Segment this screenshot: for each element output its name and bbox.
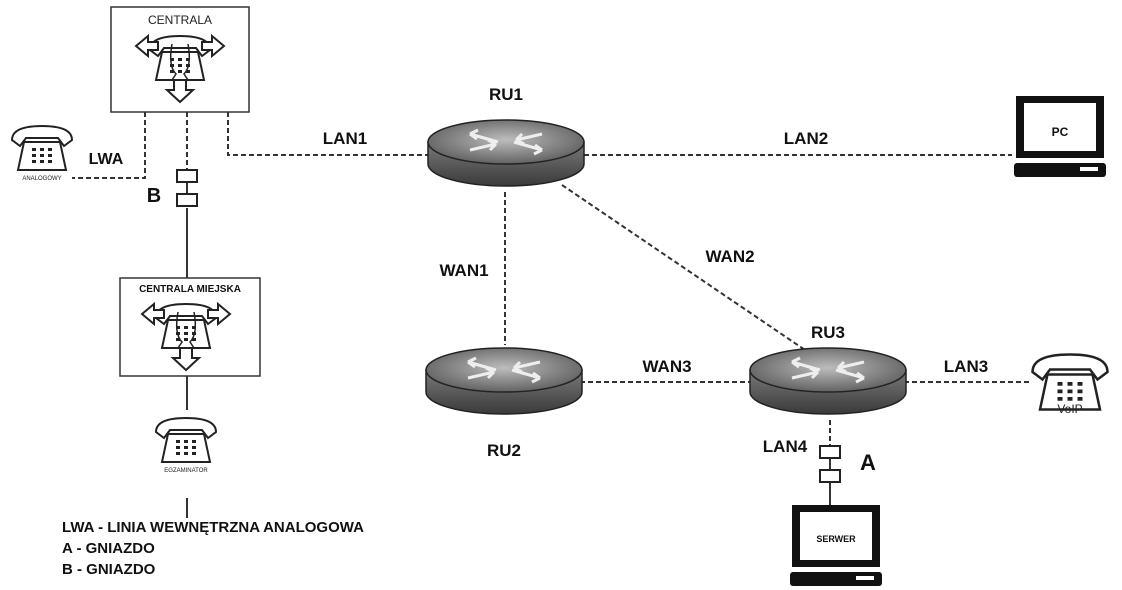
centrala-title: CENTRALA	[148, 13, 212, 27]
legend-item-b: B - GNIAZDO	[62, 561, 156, 578]
socket-b-label: B	[147, 185, 161, 207]
lan2-label: LAN2	[784, 129, 828, 148]
legend-item-lwa: LWA - LINIA WEWNĘTRZNA ANALOGOWA	[62, 519, 364, 536]
pc-label: PC	[1052, 125, 1069, 139]
lan3-label: LAN3	[944, 357, 988, 376]
analog-phone-icon: ANALOGOWY	[11, 125, 73, 182]
socket-a-label: A	[860, 450, 876, 475]
legend: LWA - LINIA WEWNĘTRZNA ANALOGOWA A - GNI…	[62, 517, 364, 580]
socket-b	[176, 169, 198, 207]
router-ru1-icon	[426, 118, 586, 188]
wan1-label: WAN1	[439, 261, 488, 280]
ru3-label: RU3	[811, 323, 845, 342]
socket-a	[819, 445, 841, 483]
server-icon	[790, 505, 882, 586]
lwa-line	[72, 112, 146, 179]
centrala-miejska-box: CENTRALA MIEJSKA	[119, 277, 261, 377]
connections	[72, 112, 1030, 518]
centrala-box: CENTRALA	[110, 6, 250, 113]
server-label: SERWER	[816, 534, 856, 544]
ru1-label: RU1	[489, 85, 523, 104]
router-ru3-icon	[748, 346, 908, 416]
router-ru2-icon	[424, 346, 584, 416]
centrala-miejska-title: CENTRALA MIEJSKA	[139, 284, 241, 295]
lan1-label: LAN1	[323, 129, 367, 148]
lan1-line	[227, 112, 432, 156]
voip-phone-label: VoIP	[1057, 402, 1082, 416]
lan4-label: LAN4	[763, 437, 808, 456]
wan2-label: WAN2	[705, 247, 754, 266]
legend-item-a: A - GNIAZDO	[62, 540, 155, 557]
lwa-label: LWA	[89, 151, 124, 168]
wan3-label: WAN3	[642, 357, 691, 376]
wan2-line	[561, 184, 809, 353]
ru2-label: RU2	[487, 441, 521, 460]
examiner-phone-icon: EGZAMINATOR	[155, 417, 217, 474]
examiner-phone-label: EGZAMINATOR	[164, 468, 208, 474]
analog-phone-label: ANALOGOWY	[22, 176, 61, 182]
